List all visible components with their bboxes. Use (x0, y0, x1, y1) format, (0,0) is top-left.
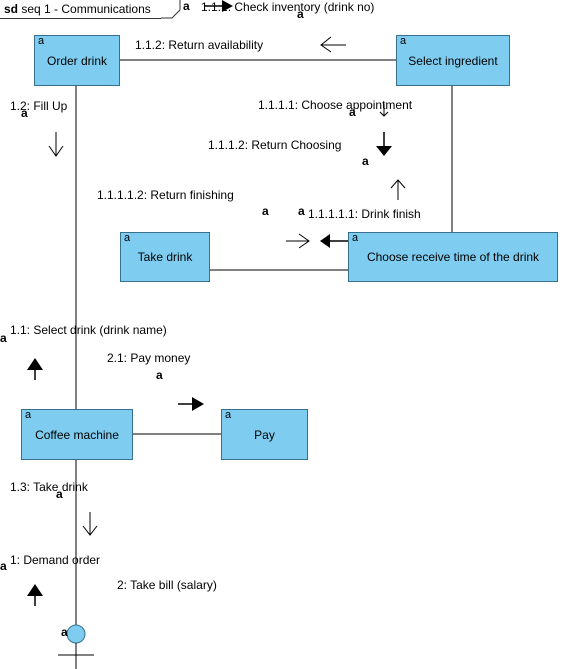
msg-2: 2: Take bill (salary) (117, 578, 217, 592)
node-tag: a (38, 35, 45, 47)
node-tag: a (225, 409, 232, 421)
marker: a (298, 204, 305, 218)
msg-1-3: 1.3: Take drink (10, 480, 88, 494)
arrow-1-1-1-2-icon (376, 146, 392, 156)
node-tag: a (124, 232, 131, 244)
frame-name: seq 1 - Communications (21, 2, 151, 16)
msg-1-1-2: 1.1.2: Return availability (135, 38, 264, 52)
node-tag: a (25, 409, 32, 421)
arrow-1-1-1-1-2-filled-icon (320, 234, 330, 248)
marker: a (0, 559, 7, 573)
marker: a (56, 487, 63, 501)
node-tag: a (400, 35, 407, 47)
arrow-1-1-icon (27, 358, 43, 370)
frame-tab: sd seq 1 - Communications (0, 0, 161, 19)
arrow-1-3-icon (82, 525, 98, 536)
msg-1-1-1-1-2: 1.1.1.1.2: Return finishing (97, 188, 234, 202)
arrow-1-1-1-1-icon (379, 111, 389, 117)
msg-1: 1: Demand order (10, 553, 101, 567)
actor-head-icon[interactable] (66, 624, 86, 644)
marker: a (183, 0, 190, 13)
node-label: Select ingredient (408, 53, 498, 68)
frame-kind: sd (4, 2, 19, 16)
marker: a (156, 368, 163, 382)
node-tag: a (352, 232, 359, 244)
node-select-ingredient[interactable]: a Select ingredient (396, 35, 510, 86)
arrow-1-icon (27, 584, 43, 596)
marker: a (262, 204, 269, 218)
msg-1-1: 1.1: Select drink (drink name) (10, 323, 167, 337)
marker: a (297, 7, 304, 21)
node-pay[interactable]: a Pay (221, 409, 308, 460)
node-label: Take drink (137, 250, 193, 264)
actor-tag: a (61, 625, 68, 639)
msg-1-2: 1.2: Fill Up (10, 99, 68, 113)
msg-1-1-1-1: 1.1.1.1: Choose appointment (258, 98, 413, 112)
msg-2-1: 2.1: Pay money (107, 351, 191, 365)
marker: a (349, 105, 356, 119)
msg-1-1-1: 1.1.1: Check inventory (drink no) (201, 0, 375, 14)
arrow-1-1-1-head-icon (222, 0, 233, 12)
node-take-drink[interactable]: a Take drink (120, 232, 210, 282)
node-label: Coffee machine (35, 427, 119, 442)
node-label: Pay (254, 427, 275, 442)
marker: a (362, 154, 369, 168)
node-order-drink[interactable]: a Order drink (34, 35, 120, 86)
msg-1-1-1-1-1: 1.1.1.1.1: Drink finish (308, 207, 421, 221)
node-label: Choose receive time of the drink (366, 250, 540, 264)
marker: a (0, 331, 7, 345)
arrow-1-1-1-1-2-open-icon (298, 233, 310, 249)
msg-1-1-1-2: 1.1.1.2: Return Choosing (208, 138, 342, 152)
arrow-2-1-icon (192, 397, 204, 411)
node-coffee-machine[interactable]: a Coffee machine (21, 409, 133, 460)
node-choose-time[interactable]: a Choose receive time of the drink (348, 232, 558, 282)
arrow-1-1-1-1-1-icon (390, 179, 406, 189)
node-label: Order drink (46, 53, 108, 68)
marker: a (21, 106, 28, 120)
